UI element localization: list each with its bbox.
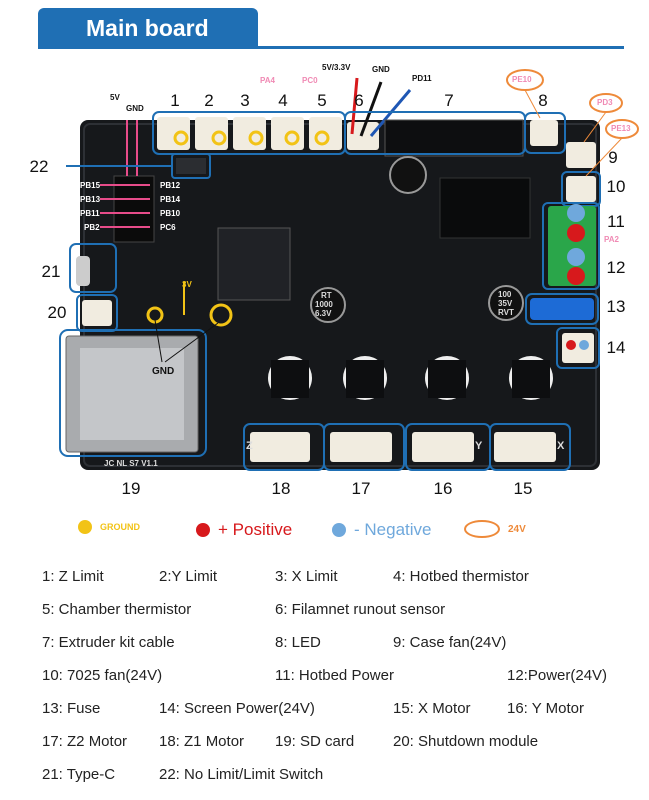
- port-number-14: 14: [606, 338, 626, 357]
- desc-21: 21: Type-C: [42, 766, 116, 783]
- desc-17: 17: Z2 Motor: [42, 733, 128, 750]
- port-number-11: 11: [607, 212, 625, 231]
- port-number-13: 13: [606, 297, 626, 316]
- port-number-20: 20: [47, 303, 67, 322]
- desc-15: 15: X Motor: [393, 700, 471, 717]
- header-tab: Main board: [38, 8, 258, 48]
- desc-1: 1: Z Limit: [42, 568, 104, 585]
- desc-9: 9: Case fan(24V): [393, 634, 507, 651]
- port-number-18: 18: [271, 479, 291, 498]
- port-number-4: 4: [278, 91, 288, 110]
- signal-pa4: PA4: [260, 76, 275, 85]
- capacitor-1000: [310, 287, 346, 323]
- sd-gnd-label: GND: [152, 366, 175, 377]
- header-pb15: PB15: [80, 181, 101, 190]
- desc-14: 14: Screen Power(24V): [159, 700, 315, 717]
- header-rule: [38, 46, 624, 49]
- desc-7: 7: Extruder kit cable: [42, 634, 175, 651]
- desc-20: 20: Shutdown module: [393, 733, 539, 750]
- cap-35v-label: 35V: [498, 299, 513, 308]
- limit-connectors: [152, 111, 379, 155]
- port-number-17: 17: [351, 479, 371, 498]
- chip-1000-label: 1000: [315, 300, 333, 309]
- cap-rvt-label: RVT: [498, 308, 514, 317]
- header-5v: 5V: [110, 93, 120, 102]
- port-number-21: 21: [41, 262, 61, 281]
- legend-24v-label: 24V: [508, 523, 526, 535]
- desc-12: 12:Power(24V): [507, 667, 608, 684]
- cap-100-label: 100: [498, 290, 512, 299]
- main-board-diagram: [59, 69, 639, 471]
- port-number-9: 9: [608, 148, 618, 167]
- chip-rt-label: RT: [321, 291, 332, 300]
- port-number-10: 10: [606, 177, 626, 196]
- legend-positive-label: + Positive: [218, 520, 293, 539]
- axis-x-label: X: [557, 440, 565, 452]
- desc-2: 2:Y Limit: [159, 568, 218, 585]
- header-pb12: PB12: [160, 181, 181, 190]
- signal-5v-3v3: 5V/3.3V: [322, 63, 351, 72]
- signal-pe10: PE10: [512, 75, 532, 84]
- signal-pd11: PD11: [412, 74, 432, 83]
- header-gnd: GND: [126, 104, 144, 113]
- header-pb2: PB2: [84, 223, 100, 232]
- port-number-6: 6: [354, 91, 364, 110]
- desc-6: 6: Filamnet runout sensor: [275, 601, 446, 618]
- header-3v: 3V: [182, 280, 192, 289]
- desc-19: 19: SD card: [275, 733, 355, 750]
- header-pb11: PB11: [80, 209, 100, 218]
- desc-10: 10: 7025 fan(24V): [42, 667, 163, 684]
- port-number-22: 22: [29, 157, 49, 176]
- port-number-7: 7: [444, 91, 454, 110]
- legend-negative: - Negative: [332, 520, 431, 540]
- signal-pc0: PC0: [302, 76, 318, 85]
- signal-pd3: PD3: [597, 98, 613, 107]
- chip-6v3-label: 6.3V: [315, 309, 332, 318]
- port-number-19: 19: [121, 479, 141, 498]
- signal-pa2: PA2: [604, 235, 619, 244]
- positive-dot-icon: [196, 523, 210, 537]
- ground-dot-icon: [78, 520, 92, 534]
- legend-ground-label: GROUND: [100, 522, 140, 532]
- legend-positive: + Positive: [196, 520, 292, 540]
- desc-13: 13: Fuse: [42, 700, 101, 717]
- header-pc6: PC6: [160, 223, 176, 232]
- port-number-15: 15: [513, 479, 533, 498]
- desc-18: 18: Z1 Motor: [159, 733, 245, 750]
- desc-22: 22: No Limit/Limit Switch: [159, 766, 324, 783]
- port-number-12: 12: [606, 258, 626, 277]
- port-number-8: 8: [538, 91, 548, 110]
- signal-pe13: PE13: [611, 124, 631, 133]
- page-title: Main board: [86, 14, 209, 41]
- legend-negative-label: - Negative: [354, 520, 432, 539]
- header-pb10: PB10: [160, 209, 181, 218]
- desc-11: 11: Hotbed Power: [275, 667, 394, 684]
- negative-dot-icon: [332, 523, 346, 537]
- capacitor-100: [488, 285, 524, 321]
- legend-24v: 24V: [464, 520, 526, 538]
- desc-4: 4: Hotbed thermistor: [393, 568, 529, 585]
- signal-gnd-top: GND: [372, 65, 390, 74]
- port-number-16: 16: [433, 479, 453, 498]
- port-number-2: 2: [204, 91, 214, 110]
- header-pb14: PB14: [160, 195, 181, 204]
- port-number-1: 1: [170, 91, 180, 110]
- oval-24v-icon: [464, 520, 500, 538]
- axis-z-label: Z: [246, 440, 253, 452]
- desc-16: 16: Y Motor: [507, 700, 584, 717]
- desc-3: 3: X Limit: [275, 568, 338, 585]
- board-version-label: JC NL S7 V1.1: [104, 459, 158, 468]
- axis-y-label: Y: [475, 440, 483, 452]
- header-pb13: PB13: [80, 195, 101, 204]
- desc-8: 8: LED: [275, 634, 321, 651]
- port-number-5: 5: [317, 91, 327, 110]
- port-number-3: 3: [240, 91, 250, 110]
- legend-ground: GROUND: [78, 520, 140, 534]
- desc-5: 5: Chamber thermistor: [42, 601, 192, 618]
